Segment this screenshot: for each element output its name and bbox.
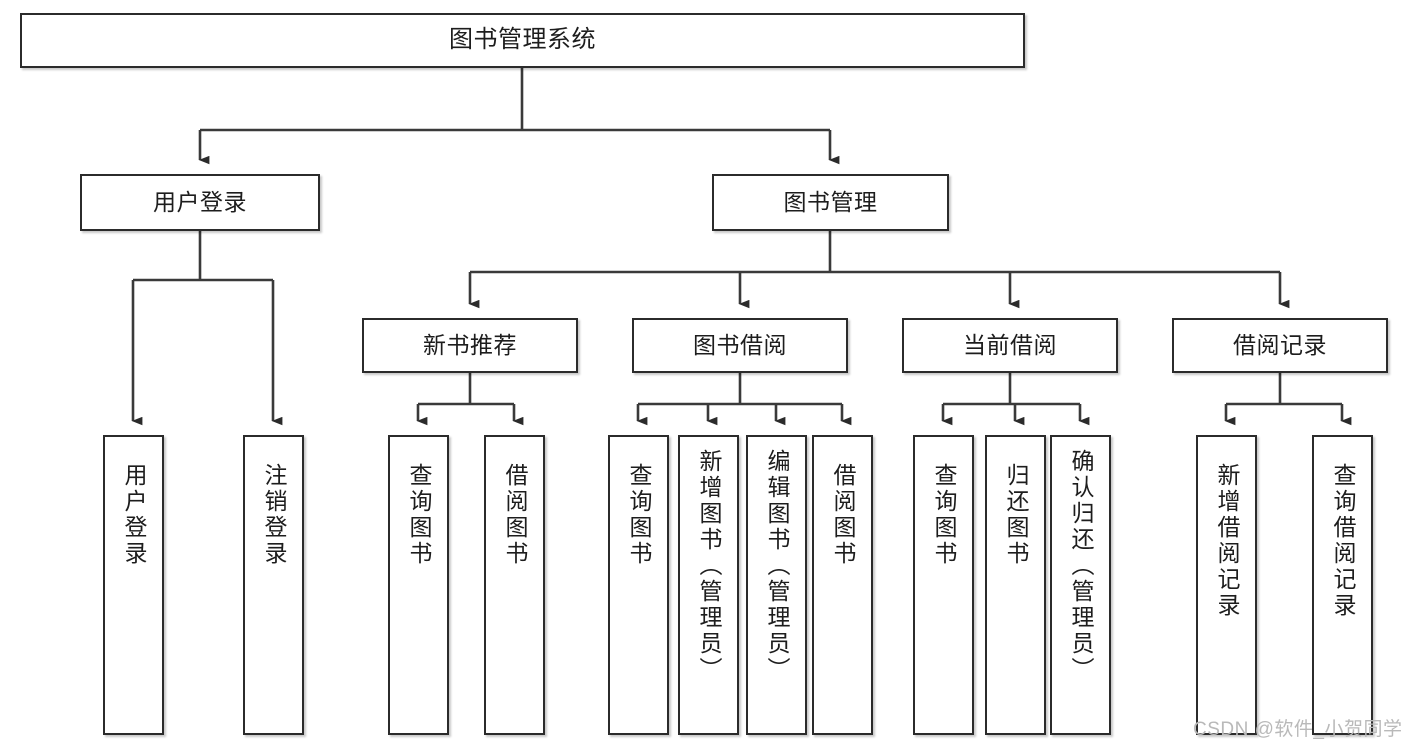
node-new-book-recommend-label: 新书推荐 <box>423 331 517 358</box>
leaf-query-record[interactable]: 查询借阅记录 <box>1312 435 1373 735</box>
leaf-add-record[interactable]: 新增借阅记录 <box>1196 435 1257 735</box>
leaf-user-logout[interactable]: 注销登录 <box>243 435 304 735</box>
leaf-confirm-return-label: 确认归还（管理员） <box>1068 449 1094 683</box>
leaf-query-book-2-label: 查询图书 <box>626 463 652 567</box>
leaf-confirm-return[interactable]: 确认归还（管理员） <box>1050 435 1111 735</box>
leaf-borrow-book-2-label: 借阅图书 <box>830 463 856 567</box>
leaf-user-login-label: 用户登录 <box>121 463 147 567</box>
leaf-borrow-book-1-label: 借阅图书 <box>502 463 528 567</box>
node-current-borrow[interactable]: 当前借阅 <box>902 318 1118 373</box>
leaf-query-book-3[interactable]: 查询图书 <box>913 435 974 735</box>
leaf-query-book-2[interactable]: 查询图书 <box>608 435 669 735</box>
leaf-query-book-1[interactable]: 查询图书 <box>388 435 449 735</box>
node-borrow-record-label: 借阅记录 <box>1233 331 1327 358</box>
node-root[interactable]: 图书管理系统 <box>20 13 1025 68</box>
leaf-add-record-label: 新增借阅记录 <box>1214 463 1240 619</box>
leaf-add-book-label: 新增图书（管理员） <box>696 449 722 683</box>
leaf-query-book-3-label: 查询图书 <box>931 463 957 567</box>
leaf-user-login[interactable]: 用户登录 <box>103 435 164 735</box>
leaf-borrow-book-2[interactable]: 借阅图书 <box>812 435 873 735</box>
leaf-edit-book[interactable]: 编辑图书（管理员） <box>746 435 807 735</box>
node-current-borrow-label: 当前借阅 <box>963 331 1057 358</box>
node-book-manage[interactable]: 图书管理 <box>712 174 949 231</box>
node-book-manage-label: 图书管理 <box>783 188 878 215</box>
leaf-add-book[interactable]: 新增图书（管理员） <box>678 435 739 735</box>
leaf-return-book-label: 归还图书 <box>1003 463 1029 567</box>
leaf-edit-book-label: 编辑图书（管理员） <box>764 449 790 683</box>
node-book-borrow[interactable]: 图书借阅 <box>632 318 848 373</box>
node-user-login[interactable]: 用户登录 <box>80 174 320 231</box>
node-root-label: 图书管理系统 <box>449 26 596 54</box>
node-new-book-recommend[interactable]: 新书推荐 <box>362 318 578 373</box>
node-book-borrow-label: 图书借阅 <box>693 331 787 358</box>
csdn-watermark: CSDN @软件_小贺同学 <box>1193 719 1403 740</box>
leaf-user-logout-label: 注销登录 <box>261 463 287 567</box>
leaf-borrow-book-1[interactable]: 借阅图书 <box>484 435 545 735</box>
leaf-query-book-1-label: 查询图书 <box>406 463 432 567</box>
node-borrow-record[interactable]: 借阅记录 <box>1172 318 1388 373</box>
leaf-query-record-label: 查询借阅记录 <box>1330 463 1356 619</box>
leaf-return-book[interactable]: 归还图书 <box>985 435 1046 735</box>
node-user-login-label: 用户登录 <box>153 188 247 215</box>
